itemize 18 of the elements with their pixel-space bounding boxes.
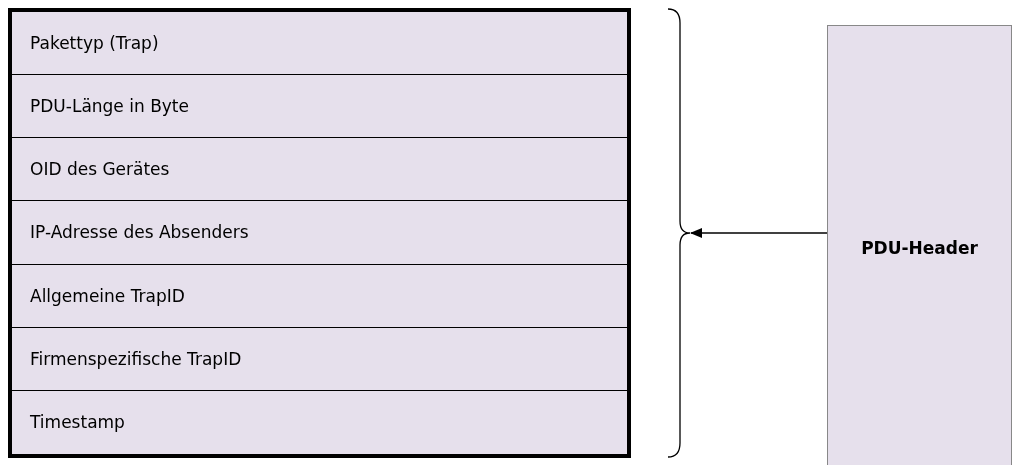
header-panel	[827, 25, 1012, 465]
field-label: Pakettyp (Trap)	[30, 33, 159, 54]
table-frame	[8, 8, 631, 458]
arrow	[690, 228, 828, 238]
field-row	[12, 264, 627, 328]
field-row	[12, 201, 627, 265]
field-label: Timestamp	[30, 412, 125, 433]
field-row	[12, 327, 627, 391]
field-row	[12, 390, 627, 454]
field-label: PDU-Länge in Byte	[30, 96, 189, 117]
field-label: OID des Gerätes	[30, 159, 170, 180]
field-label: Allgemeine TrapID	[30, 285, 185, 306]
header-label: PDU-Header	[861, 237, 978, 258]
field-row	[12, 12, 627, 76]
field-label: IP-Adresse des Absenders	[30, 222, 249, 243]
field-row	[12, 138, 627, 202]
field-label: Firmenspezifische TrapID	[30, 348, 242, 369]
field-row	[12, 75, 627, 139]
